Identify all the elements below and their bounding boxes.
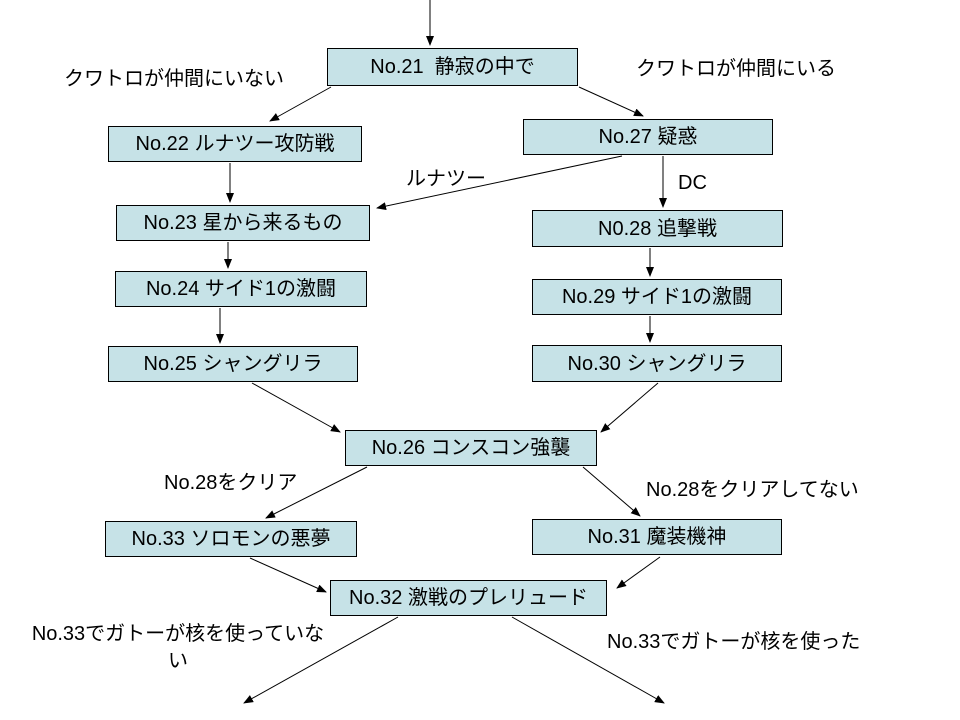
arrow-n31-n32	[616, 556, 661, 589]
node-no27: No.27 疑惑	[523, 119, 773, 155]
node-no33: No.33 ソロモンの悪夢	[105, 521, 357, 557]
node-no21: No.21 静寂の中で	[327, 48, 578, 86]
node-no30: No.30 シャングリラ	[532, 345, 782, 382]
edge-label-no28-not-cleared: No.28をクリアしてない	[646, 479, 859, 501]
edge-label-quattro-absent: クワトロが仲間にいない	[64, 68, 284, 90]
arrow-n26-n33	[265, 466, 368, 519]
arrow-n25-n26	[251, 382, 341, 433]
edge-label-no28-cleared: No.28をクリア	[164, 472, 298, 494]
node-no22: No.22 ルナツー攻防戦	[108, 126, 362, 162]
arrow-n32-exit-right	[511, 616, 665, 704]
arrow-n21-n27	[578, 86, 644, 117]
arrow-n27-n23	[376, 155, 623, 211]
node-no31: No.31 魔装機神	[532, 519, 782, 555]
node-no29: No.29 サイド1の激闘	[532, 279, 782, 315]
arrow-n26-n31	[582, 466, 641, 517]
node-no25: No.25 シャングリラ	[108, 346, 358, 382]
node-no23: No.23 星から来るもの	[116, 205, 370, 241]
edge-label-no33-nuke: No.33でガトーが核を使った	[607, 631, 861, 653]
node-no26: No.26 コンスコン強襲	[345, 430, 597, 466]
edge-label-no33-no-nuke: No.33でガトーが核を使っていな い	[31, 623, 325, 672]
edge-label-lunatwo: ルナツー	[406, 168, 486, 190]
node-no32: No.32 激戦のプレリュード	[330, 580, 607, 616]
arrow-n21-n22	[269, 86, 332, 122]
arrow-n30-n26	[600, 382, 659, 433]
node-no24: No.24 サイド1の激闘	[115, 271, 367, 307]
node-no28: N0.28 追撃戦	[532, 210, 783, 247]
edge-label-dc: DC	[678, 172, 707, 194]
arrow-n32-exit-left	[243, 616, 399, 704]
arrow-n33-n32	[249, 557, 327, 593]
edge-label-quattro-present: クワトロが仲間にいる	[636, 58, 836, 80]
